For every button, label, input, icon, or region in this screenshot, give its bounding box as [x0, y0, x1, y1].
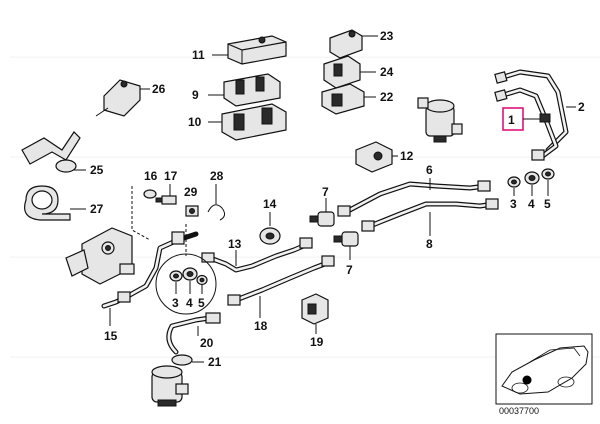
part-7-fitting-upper	[309, 211, 335, 227]
part-1-brake-pipe	[494, 87, 559, 161]
part-18-brake-pipe	[227, 255, 335, 306]
callout-2: 2	[578, 100, 585, 114]
part-13-brake-pipe	[201, 237, 313, 273]
part-22-clip	[321, 83, 365, 115]
callout-26: 26	[152, 82, 166, 96]
part-7-fitting-lower	[333, 231, 359, 247]
callout-23: 23	[380, 29, 394, 43]
diagram-code: 00037700	[498, 406, 540, 416]
part-15-brake-pipe	[101, 231, 199, 309]
brake-pressure-regulator	[65, 227, 135, 285]
callout-4-right: 4	[528, 197, 535, 211]
callout-6: 6	[426, 163, 433, 177]
callout-19: 19	[310, 335, 324, 349]
part-17-bolt	[155, 195, 177, 205]
pressure-valve	[417, 97, 463, 143]
callout-16: 16	[144, 169, 158, 183]
part-12-block	[355, 141, 393, 173]
callout-5-detail: 5	[198, 296, 205, 310]
callout-25: 25	[90, 163, 104, 177]
part-24-clip	[323, 55, 361, 89]
callout-7-lower: 7	[346, 263, 353, 277]
part-20-brake-hose	[166, 312, 221, 355]
brake-caliper	[151, 365, 189, 407]
part-6-brake-pipe	[337, 180, 491, 217]
callout-21: 21	[208, 355, 222, 369]
callout-10: 10	[188, 115, 202, 129]
callout-17: 17	[164, 169, 178, 183]
callout-9: 9	[192, 88, 199, 102]
locator-marker	[522, 375, 532, 385]
part-11-clip-cover	[227, 35, 287, 65]
inset-vehicle-locator	[495, 333, 593, 405]
part-10-pipe-holder	[221, 103, 287, 141]
part-2-brake-pipe	[494, 69, 569, 153]
callout-15: 15	[104, 329, 118, 343]
callout-1: 1	[508, 113, 515, 127]
part-4-fitting-right	[524, 171, 540, 185]
callout-20: 20	[200, 336, 214, 350]
part-27-clamp	[24, 185, 71, 221]
callout-13: 13	[228, 237, 242, 251]
part-3-fitting-right	[507, 176, 521, 188]
callout-27: 27	[90, 202, 104, 216]
callout-24: 24	[380, 65, 394, 79]
callout-22: 22	[380, 90, 394, 104]
callout-7-upper: 7	[322, 185, 329, 199]
part-14-grommet	[259, 227, 281, 245]
part-28-clip	[207, 204, 226, 221]
callout-1-highlight[interactable]: 1	[502, 107, 524, 131]
part-29-nut	[185, 205, 199, 217]
svg-text:——————————————————————————————: ————————————————————————————————————————…	[10, 349, 600, 363]
part-8-brake-pipe	[361, 198, 499, 232]
callout-18: 18	[254, 319, 268, 333]
callout-28: 28	[210, 169, 224, 183]
svg-text:——————————————————————————————: ————————————————————————————————————————…	[10, 49, 600, 63]
callout-11: 11	[192, 48, 205, 62]
svg-text:——————————————————————————————: ————————————————————————————————————————…	[10, 149, 600, 163]
callout-29: 29	[184, 185, 198, 199]
part-25-bracket	[21, 131, 81, 173]
callout-3-detail: 3	[172, 296, 179, 310]
part-26-bracket	[95, 79, 141, 117]
part-9-pipe-holder	[223, 73, 281, 107]
callout-14: 14	[263, 197, 277, 211]
part-23-clip	[329, 29, 363, 59]
callout-12: 12	[400, 149, 414, 163]
part-16-washer	[143, 189, 157, 199]
dashed-link-left	[131, 186, 151, 241]
callout-3-right: 3	[510, 197, 517, 211]
part-21-clip	[171, 354, 193, 366]
callout-4-detail: 4	[186, 296, 193, 310]
callout-5-right: 5	[544, 197, 551, 211]
part-19-clip	[301, 293, 329, 325]
detail-circle	[155, 253, 217, 315]
part-5-fitting-right	[541, 168, 555, 180]
callout-8: 8	[426, 237, 433, 251]
